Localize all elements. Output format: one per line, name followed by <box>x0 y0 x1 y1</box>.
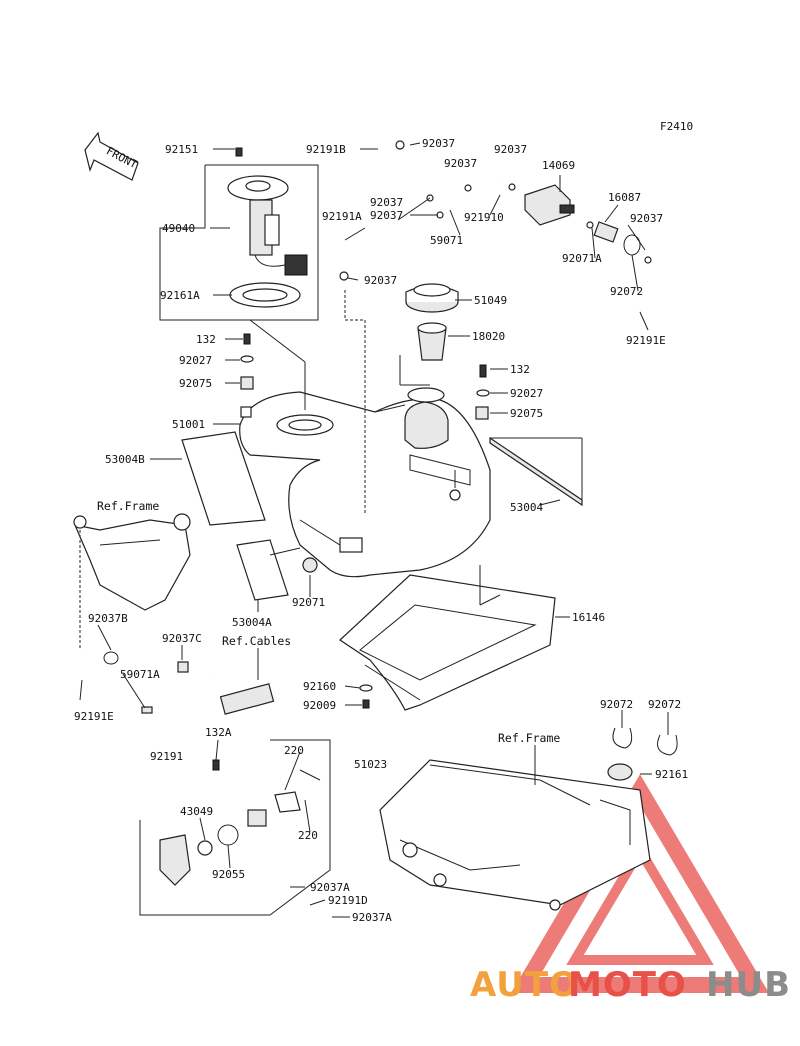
filter-16087 <box>593 221 619 243</box>
fuel-pump-illustration <box>227 147 308 308</box>
label-92037C: 92037C <box>162 632 202 645</box>
front-arrow-icon: FRONT <box>84 131 140 181</box>
label-51001: 51001 <box>172 418 205 431</box>
label-92191E-right: 92191E <box>626 334 666 347</box>
label-92037A-bottom: 92037A <box>352 911 392 924</box>
tank-pad-53004A <box>236 539 289 601</box>
figure-code: F2410 <box>660 120 693 133</box>
label-92027-right: 92027 <box>510 387 543 400</box>
hardware-left-column <box>240 333 254 418</box>
label-220-bottom: 220 <box>298 829 318 842</box>
label-43049: 43049 <box>180 805 213 818</box>
hose-92191A <box>343 213 431 265</box>
label-92191A: 92191A <box>322 210 362 223</box>
label-92160: 92160 <box>303 680 336 693</box>
label-921910: 921910 <box>464 211 504 224</box>
label-53004B: 53004B <box>105 453 145 466</box>
label-132-right: 132 <box>510 363 530 376</box>
fuel-cock-group-box <box>139 739 331 916</box>
label-92191: 92191 <box>150 750 183 763</box>
label-53004A: 53004A <box>232 616 272 629</box>
clamps-top <box>339 140 652 281</box>
label-92009: 92009 <box>303 699 336 712</box>
frame-right-illustration <box>379 727 678 911</box>
label-92151: 92151 <box>165 143 198 156</box>
label-92037-b: 92037 <box>370 209 403 222</box>
label-ref-cables: Ref.Cables <box>222 634 291 648</box>
hose-921910 <box>467 176 501 200</box>
label-92037B: 92037B <box>88 612 128 625</box>
label-92071A: 92071A <box>562 252 602 265</box>
label-132-left: 132 <box>196 333 216 346</box>
label-14069: 14069 <box>542 159 575 172</box>
fuel-pump-group-box <box>159 164 319 321</box>
label-220-top: 220 <box>284 744 304 757</box>
label-92037-right: 92037 <box>494 143 527 156</box>
cables-connector <box>219 648 275 715</box>
watermark-text: AUTO MOTO HUB <box>470 965 791 1005</box>
label-132A: 132A <box>205 726 232 739</box>
frame-left-illustration <box>73 513 191 611</box>
label-53004: 53004 <box>510 501 543 514</box>
watermark-triangle-inner <box>566 840 714 965</box>
label-92037-mid: 92037 <box>444 157 477 170</box>
label-59071: 59071 <box>430 234 463 247</box>
label-92055: 92055 <box>212 868 245 881</box>
part-labels: 92151 49040 92161A 132 92027 92075 51001… <box>74 137 688 924</box>
label-92191E-left: 92191E <box>74 710 114 723</box>
label-92161A: 92161A <box>160 289 200 302</box>
fuel-cap-illustration <box>405 283 459 313</box>
label-16087: 16087 <box>608 191 641 204</box>
label-92072-b: 92072 <box>648 698 681 711</box>
label-92075-left: 92075 <box>179 377 212 390</box>
label-18020: 18020 <box>472 330 505 343</box>
label-92191D: 92191D <box>328 894 368 907</box>
tank-pad-53004 <box>489 436 583 507</box>
label-ref-frame-right: Ref.Frame <box>498 731 560 745</box>
hose-92191B <box>376 124 441 197</box>
valve-14069 <box>524 184 575 226</box>
label-16146: 16146 <box>572 611 605 624</box>
label-92161: 92161 <box>655 768 688 781</box>
label-92191B: 92191B <box>306 143 346 156</box>
label-92071: 92071 <box>292 596 325 609</box>
label-92072-top: 92072 <box>610 285 643 298</box>
label-92072-a: 92072 <box>600 698 633 711</box>
hardware-right-column <box>475 364 490 420</box>
label-92037-far-right: 92037 <box>630 212 663 225</box>
vent-dashed-line <box>344 290 366 515</box>
label-92037-vent: 92037 <box>364 274 397 287</box>
clamps-left <box>103 651 189 714</box>
label-92037A-top: 92037A <box>310 881 350 894</box>
label-ref-frame-left: Ref.Frame <box>97 499 159 513</box>
fuel-cock-illustration <box>159 759 301 886</box>
hose-92191-left <box>78 530 217 747</box>
label-92037-top: 92037 <box>422 137 455 150</box>
fuel-tank-illustration <box>239 387 491 578</box>
hose-92191E-right <box>629 250 668 311</box>
label-92075-right: 92075 <box>510 407 543 420</box>
label-51023: 51023 <box>354 758 387 771</box>
filler-strainer-illustration <box>417 322 447 361</box>
tank-pad-53004B <box>181 431 266 526</box>
label-51049: 51049 <box>474 294 507 307</box>
label-92037-a: 92037 <box>370 196 403 209</box>
watermark-hub: HUB <box>706 965 791 1005</box>
leader-lines <box>79 142 669 918</box>
label-59071A: 59071A <box>120 668 160 681</box>
grommet-92071 <box>302 557 318 573</box>
label-92027-left: 92027 <box>179 354 212 367</box>
watermark-moto: MOTO <box>568 965 687 1005</box>
watermark-auto: AUTO <box>470 965 579 1005</box>
fuel-tank-cover-16146 <box>339 574 556 711</box>
label-49040: 49040 <box>162 222 195 235</box>
